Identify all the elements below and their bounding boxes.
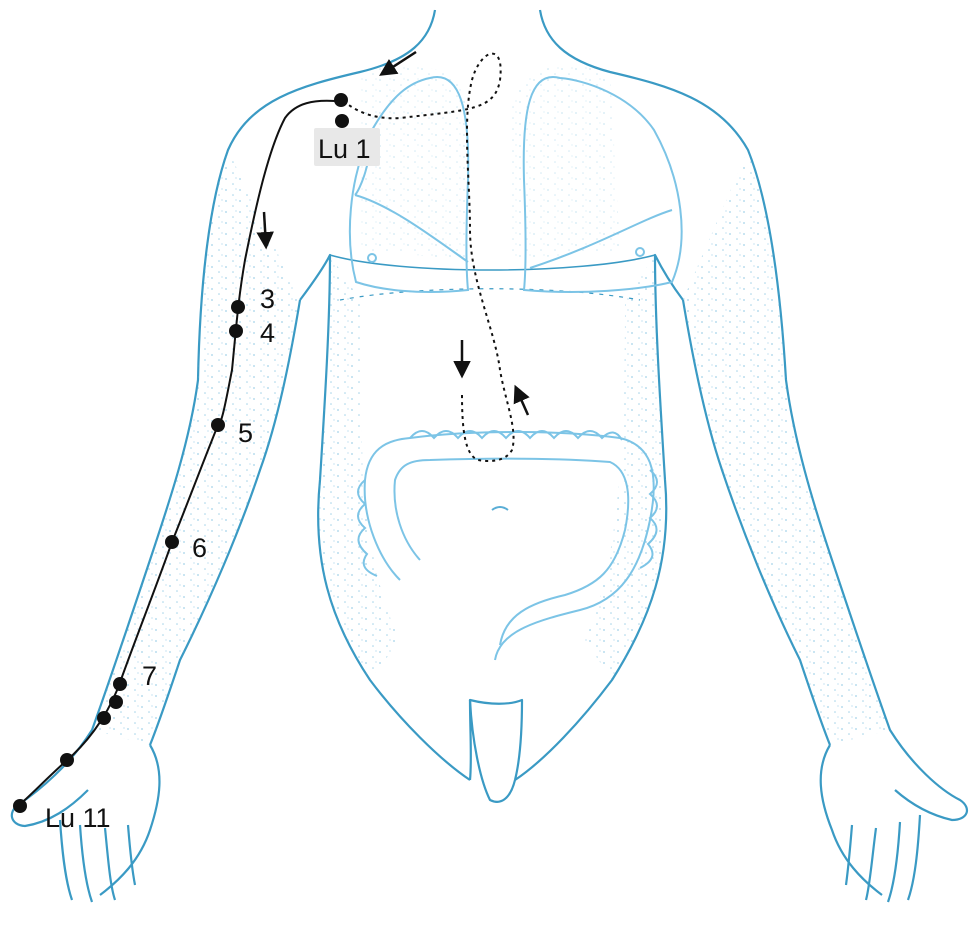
label-3: 3 [260, 284, 275, 314]
label-4: 4 [260, 318, 275, 348]
point-10 [60, 753, 74, 767]
label-7: 7 [142, 661, 157, 691]
point-lu1-upper [334, 93, 348, 107]
point-6 [165, 535, 179, 549]
point-9 [97, 711, 111, 725]
point-lu1 [335, 114, 349, 128]
body-shading [92, 66, 890, 745]
point-3 [231, 300, 245, 314]
meridian-line [18, 101, 345, 806]
label-lu1: Lu 1 [318, 134, 371, 164]
label-5: 5 [238, 418, 253, 448]
lung-meridian [13, 93, 349, 813]
label-6: 6 [192, 533, 207, 563]
label-lu11: Lu 11 [45, 803, 111, 833]
arrow-abdomen-up-icon [516, 388, 528, 415]
point-7 [113, 677, 127, 691]
body-outline [12, 10, 967, 902]
point-4 [229, 324, 243, 338]
point-lu11 [13, 799, 27, 813]
point-5 [211, 418, 225, 432]
point-8 [109, 695, 123, 709]
